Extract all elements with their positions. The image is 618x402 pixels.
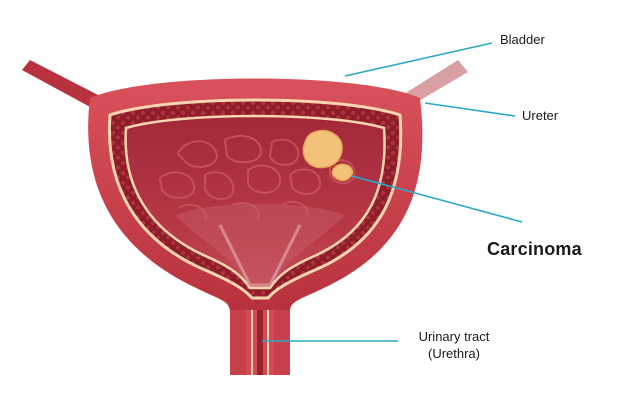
label-bladder: Bladder — [500, 32, 545, 47]
label-urinary-tract-line2: (Urethra) — [427, 346, 480, 361]
label-urinary-tract-line1: Urinary tract — [418, 329, 490, 344]
ureter-left — [22, 60, 100, 108]
label-urinary-tract: Urinary tract (Urethra) — [404, 328, 504, 362]
ureter-right — [404, 60, 468, 105]
carcinoma-tumor-small — [331, 163, 354, 182]
rugae-folds — [158, 134, 356, 221]
label-ureter: Ureter — [522, 108, 559, 123]
label-carcinoma: Carcinoma — [487, 239, 582, 259]
carcinoma-tumor-main — [302, 129, 343, 169]
leader-line-carcinoma — [351, 175, 523, 223]
leader-line-bladder — [344, 42, 493, 77]
leader-line-ureter — [424, 102, 516, 117]
